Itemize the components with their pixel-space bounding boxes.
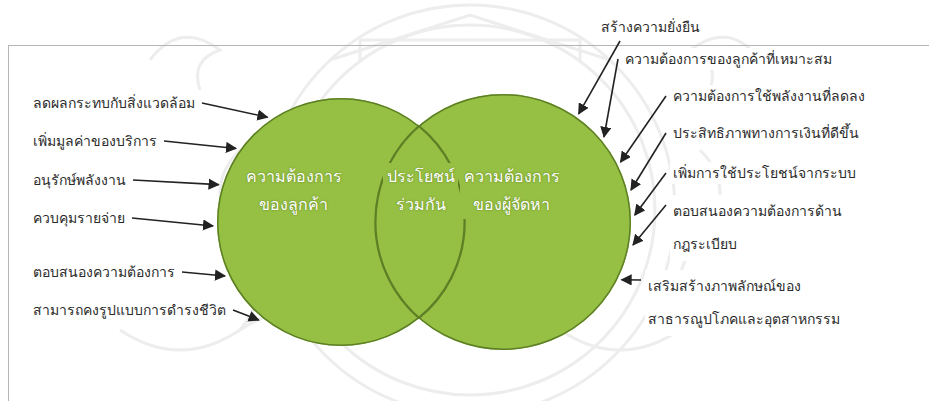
label-holder: สามารถคงรูปแบบการดำรงชีวิต xyxy=(30,299,229,321)
label-holder: เพิ่มการใช้ประโยชน์จากระบบ xyxy=(670,162,859,184)
venn-circle-outline xyxy=(376,95,631,350)
callout-label: ควบคุมรายจ่าย xyxy=(30,207,128,229)
venn-overlap: ประโยชน์ ร่วมกัน xyxy=(375,125,465,319)
venn-circle: ความต้องการ ของผู้จัดหา xyxy=(375,94,631,350)
callout-label: ตอบสนองความต้องการด้าน กฎระเบียบ xyxy=(670,195,848,261)
frame-border xyxy=(9,46,929,401)
leader-arrow xyxy=(579,41,620,114)
venn-overlap-outline xyxy=(375,125,465,319)
callout-label: ตอบสนองความต้องการ xyxy=(30,261,178,283)
leader-arrow xyxy=(164,141,236,149)
label-holder: เพิ่มมูลค่าของบริการ xyxy=(30,130,160,152)
label-holder: ตอบสนองความต้องการ xyxy=(30,261,178,283)
leader-arrow xyxy=(132,218,213,226)
label-holder: ความต้องการใช้พลังงานที่ลดลง xyxy=(670,85,868,107)
label-holder: ควบคุมรายจ่าย xyxy=(30,207,128,229)
circle-fill xyxy=(375,94,631,350)
callout-label: ลดผลกระทบกับสิ่งแวดล้อม xyxy=(30,92,198,114)
leader-arrow xyxy=(202,103,268,117)
callout-label: สามารถคงรูปแบบการดำรงชีวิต xyxy=(30,299,229,321)
label-holder: ประสิทธิภาพทางการเงินที่ดีขึ้น xyxy=(670,122,862,144)
leader-arrow xyxy=(622,279,641,281)
leader-arrow xyxy=(604,59,618,137)
leader-arrow xyxy=(633,205,666,245)
callout-label: อนุรักษ์พลังงาน xyxy=(30,169,129,191)
venn-circle-outline xyxy=(218,99,465,346)
label-holder: ความต้องการของลูกค้าที่เหมาะสม xyxy=(622,48,835,70)
leader-arrow xyxy=(182,272,225,276)
callout-label: ความต้องการของลูกค้าที่เหมาะสม xyxy=(622,48,835,70)
leader-arrow xyxy=(133,180,219,185)
venn-overlap-outline xyxy=(375,126,465,319)
label-holder: สร้างความยั่งยืน xyxy=(598,16,703,38)
leader-arrow xyxy=(635,173,666,215)
leader-arrow xyxy=(233,310,259,320)
circle-text: ความต้องการ ของผู้จัดหา xyxy=(460,163,563,219)
leader-arrow xyxy=(621,96,666,162)
callout-label: เสริมสร้างภาพลักษณ์ของ สาธารณูปโภคและอุต… xyxy=(645,270,846,336)
callout-label: เพิ่มการใช้ประโยชน์จากระบบ xyxy=(670,162,859,184)
label-holder: อนุรักษ์พลังงาน xyxy=(30,169,129,191)
venn-circle-outline xyxy=(375,94,631,350)
callout-label: ความต้องการใช้พลังงานที่ลดลง xyxy=(670,85,868,107)
label-holder: ลดผลกระทบกับสิ่งแวดล้อม xyxy=(30,92,198,114)
circle-text: ประโยชน์ ร่วมกัน xyxy=(383,163,458,219)
callout-label: เพิ่มมูลค่าของบริการ xyxy=(30,130,160,152)
venn-circle-outline xyxy=(217,98,465,346)
callout-label: สร้างความยั่งยืน xyxy=(598,16,703,38)
label-holder: ตอบสนองความต้องการด้าน กฎระเบียบ xyxy=(670,195,848,261)
circle-text: ความต้องการ ของลูกค้า xyxy=(242,163,345,219)
callout-label: ประสิทธิภาพทางการเงินที่ดีขึ้น xyxy=(670,122,862,144)
leader-arrow xyxy=(631,133,666,190)
venn-circle: ความต้องการ ของลูกค้า xyxy=(217,98,465,346)
label-holder: เสริมสร้างภาพลักษณ์ของ สาธารณูปโภคและอุต… xyxy=(645,270,846,336)
